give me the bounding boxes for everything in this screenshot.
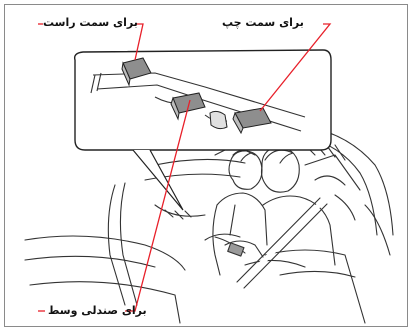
figure-frame: برای سمت راست برای سمت چپ برای صندلی وسط xyxy=(4,4,408,327)
label-left-side: برای سمت چپ xyxy=(222,17,304,28)
label-right-side: برای سمت راست xyxy=(43,17,138,28)
inset-detail xyxy=(75,50,331,210)
seatbelt-illustration xyxy=(5,5,409,328)
seat-belt-buckle-icon xyxy=(228,243,244,256)
child-passenger-drawing xyxy=(205,150,267,275)
car-interior-drawing xyxy=(25,125,393,323)
label-center-seat: برای صندلی وسط xyxy=(48,305,147,316)
